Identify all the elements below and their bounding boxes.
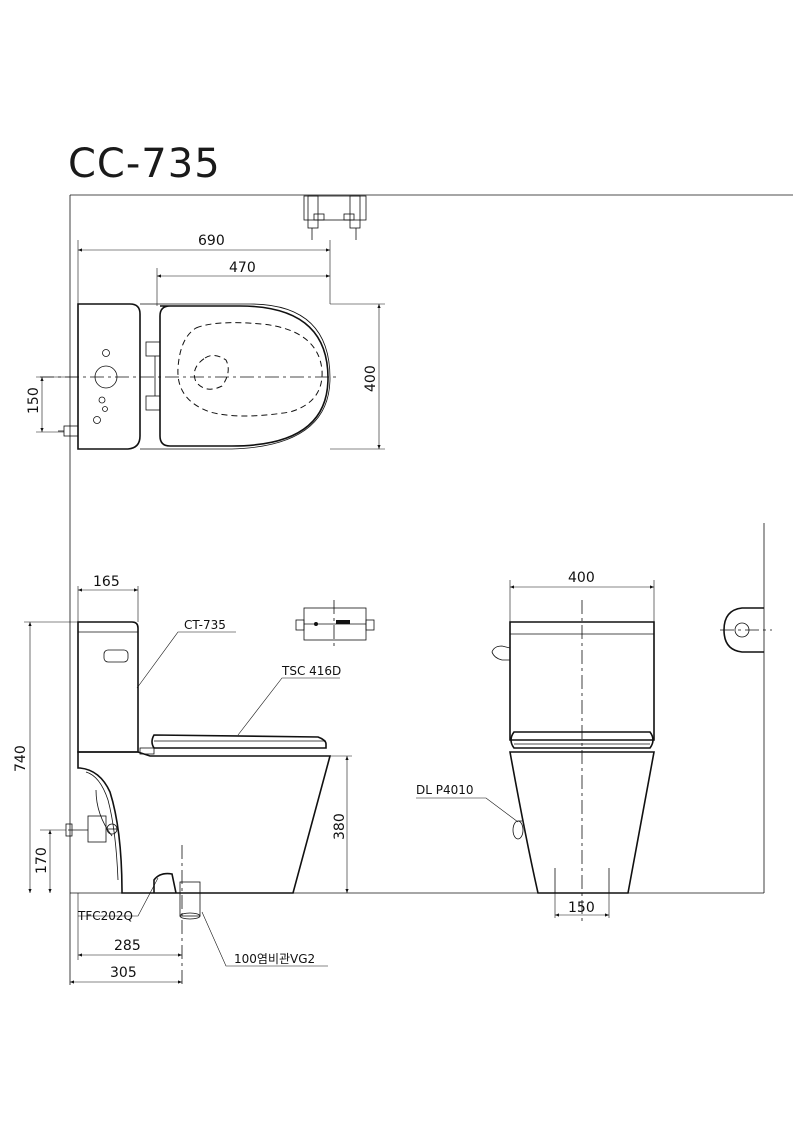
label-lever-model: DL P4010: [416, 783, 474, 797]
dim-side-drain-center: 285: [114, 938, 141, 954]
front-view: [416, 580, 655, 922]
hinge-detail-middle: [295, 600, 375, 648]
dim-top-seat-length: 470: [229, 260, 256, 276]
dim-front-bolt-spacing: 150: [568, 900, 595, 916]
wall-floor-frame: [69, 194, 793, 985]
side-view: [24, 586, 352, 985]
dim-side-total-height: 740: [13, 745, 29, 772]
dim-top-supply-offset: 150: [26, 387, 42, 414]
top-view: [36, 240, 385, 450]
label-tank-model: CT-735: [184, 618, 226, 632]
dim-top-width: 400: [363, 365, 379, 392]
model-title: CC-735: [68, 141, 221, 187]
hinge-detail-top: [303, 195, 367, 240]
wall-outlet-detail: [720, 607, 772, 653]
dim-front-width: 400: [568, 570, 595, 586]
dim-top-total-length: 690: [198, 233, 225, 249]
dim-side-tank-depth: 165: [93, 574, 120, 590]
dim-side-drain-outer: 305: [110, 965, 137, 981]
label-valve-model: TFC202Q: [77, 909, 133, 923]
dim-side-supply-height: 170: [34, 847, 50, 874]
label-seat-model: TSC 416D: [281, 664, 341, 678]
dim-side-seat-height: 380: [332, 813, 348, 840]
label-drain-pipe: 100염비관VG2: [234, 952, 315, 966]
